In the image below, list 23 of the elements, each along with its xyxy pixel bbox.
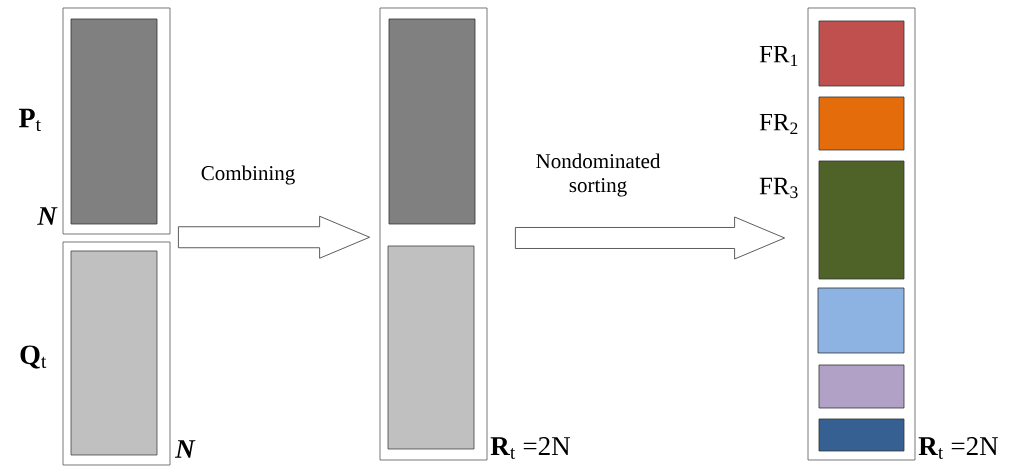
offspring-block [387, 245, 475, 450]
node-label: R$_{t}$ =2N [918, 437, 999, 459]
node-label: R$_{t}$ =2N [490, 437, 571, 459]
offspring-block [70, 250, 158, 456]
node-label: FR$_{2}$ [759, 113, 798, 135]
node-label: P$_{t}$ [19, 108, 41, 132]
node-label: FR$_{3}$ [759, 177, 798, 199]
node-label: N [174, 440, 196, 458]
front-block [818, 96, 905, 151]
front-block [817, 287, 905, 354]
front-block [818, 160, 905, 280]
block-arrow [515, 216, 785, 260]
node-label: FR$_{1}$ [759, 45, 798, 67]
edge-label: Nondominated sorting [536, 153, 661, 197]
front-block [818, 418, 905, 452]
block-arrow [178, 215, 370, 259]
parent-block [388, 18, 476, 225]
node-label: Q$_{t}$ [20, 345, 47, 369]
front-block [818, 20, 905, 87]
parent-block [70, 18, 158, 225]
edge-label: Combining [201, 165, 295, 185]
node-label: N [37, 207, 58, 225]
front-block [818, 364, 905, 409]
